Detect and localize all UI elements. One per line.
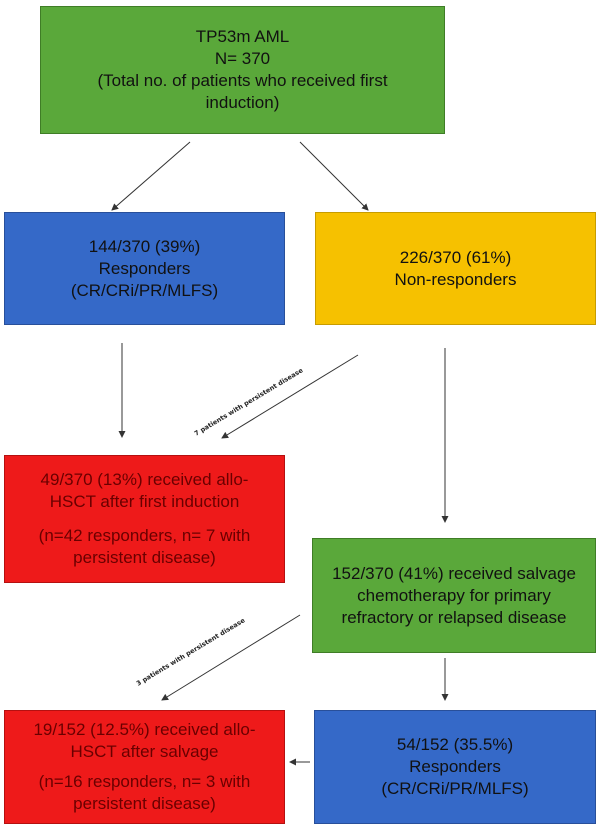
node-non-responders: 226/370 (61%) Non-responders <box>315 212 596 325</box>
arrow-root-to-nonresponders <box>299 141 369 211</box>
node-root: TP53m AML N= 370 (Total no. of patients … <box>40 6 445 134</box>
edge-label-persistent-3: 3 patients with persistent disease <box>135 616 247 688</box>
node-responders: 144/370 (39%) Responders (CR/CRi/PR/MLFS… <box>4 212 285 325</box>
node-hsct-first-breakdown: (n=42 responders, n= 7 with persistent d… <box>38 526 251 567</box>
node-nonresponders-count: 226/370 (61%) <box>399 247 512 267</box>
node-root-description: (Total no. of patients who received firs… <box>97 71 388 112</box>
node-hsct-salvage-breakdown: (n=16 responders, n= 3 with persistent d… <box>38 772 251 813</box>
node-root-title: TP53m AML <box>195 27 290 46</box>
node-salvage-summary: 152/370 (41%) received salvage chemother… <box>332 563 576 627</box>
node-hsct-salvage-summary: 19/152 (12.5%) received allo-HSCT after … <box>33 720 256 761</box>
node-salvage-responders-criteria: (CR/CRi/PR/MLFS) <box>381 779 529 798</box>
edge-label-persistent-7: 7 patients with persistent disease <box>193 366 305 438</box>
node-hsct-first-induction: 49/370 (13%) received allo-HSCT after fi… <box>4 455 285 583</box>
node-responders-count: 144/370 (39%) <box>88 236 201 256</box>
node-nonresponders-label: Non-responders <box>394 269 517 289</box>
arrow-salvage-to-hsct <box>161 614 301 701</box>
arrow-root-to-responders <box>111 141 191 211</box>
node-salvage-responders-label: Responders <box>409 757 501 776</box>
arrow-nonresponders-to-hsct <box>221 354 359 439</box>
node-salvage-chemotherapy: 152/370 (41%) received salvage chemother… <box>312 538 596 653</box>
node-responders-label: Responders <box>98 258 191 278</box>
node-hsct-first-summary: 49/370 (13%) received allo-HSCT after fi… <box>40 470 249 511</box>
node-responders-criteria: (CR/CRi/PR/MLFS) <box>70 280 219 300</box>
node-root-count: N= 370 <box>214 49 271 68</box>
node-salvage-responders-count: 54/152 (35.5%) <box>396 735 514 754</box>
node-hsct-after-salvage: 19/152 (12.5%) received allo-HSCT after … <box>4 710 285 824</box>
node-salvage-responders: 54/152 (35.5%) Responders (CR/CRi/PR/MLF… <box>314 710 596 824</box>
